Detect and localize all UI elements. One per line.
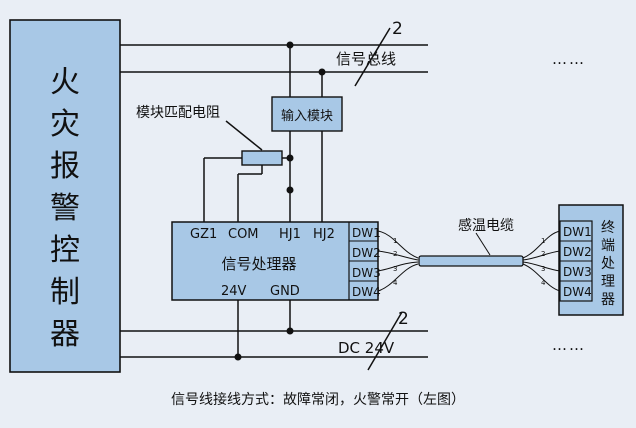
power-bus (120, 300, 428, 371)
junction-dot (286, 41, 294, 49)
processor-dw1: DW1 (352, 226, 381, 240)
terminal-processor-char: 器 (601, 292, 615, 308)
input-module: 输入模块 (271, 45, 343, 132)
junction-dot (286, 154, 294, 162)
terminal-gnd: GND (270, 284, 300, 299)
controller-char: 制 (50, 275, 80, 310)
processor-dw2: DW2 (352, 246, 381, 260)
controller-char: 灾 (50, 107, 80, 142)
terminal-dw4: DW4 (563, 285, 592, 299)
wire-number: 4 (541, 279, 546, 287)
power-continuation: …… (552, 336, 586, 354)
terminal-processor-char: 处 (601, 256, 615, 272)
processor-dw4: DW4 (352, 285, 381, 299)
signal-bus (120, 27, 428, 87)
controller-char: 警 (50, 191, 80, 226)
wire-number: 1 (541, 237, 545, 245)
fire-alarm-controller: 火 灾 报 警 控 制 器 (9, 19, 121, 373)
input-module-label: 输入模块 (281, 108, 333, 124)
wire-number: 3 (393, 265, 397, 273)
bus-wire-count: 2 (392, 19, 403, 39)
processor-name: 信号处理器 (221, 255, 296, 273)
terminal-processor-char: 端 (601, 238, 615, 254)
terminal-24v: 24V (221, 284, 247, 299)
controller-char: 报 (50, 149, 80, 184)
junction-dot (318, 68, 326, 76)
wire-number: 2 (393, 250, 397, 258)
power-slash (367, 311, 403, 371)
cable-leader (475, 232, 491, 256)
terminal-hj1: HJ1 (279, 227, 301, 242)
cable-wires-right (522, 230, 561, 292)
wire-number: 1 (393, 237, 397, 245)
bus-slash (354, 27, 391, 87)
resistor-label: 模块匹配电阻 (136, 105, 220, 121)
cable-label: 感温电缆 (458, 217, 514, 234)
junction-dot (286, 186, 294, 194)
wire-number: 4 (393, 279, 398, 287)
terminal-dw2: DW2 (563, 245, 592, 259)
cable-wires-left (377, 230, 419, 292)
bus-continuation: …… (552, 50, 586, 68)
controller-char: 控 (50, 233, 80, 268)
terminal-dw3: DW3 (563, 265, 592, 279)
terminal-com: COM (228, 227, 259, 242)
wire-number: 3 (541, 265, 545, 273)
junction-dot (234, 353, 242, 361)
matching-resistor (241, 150, 283, 166)
terminal-processor: DW1 DW2 DW3 DW4 终 端 处 理 器 (558, 204, 624, 316)
power-wire-count: 2 (398, 309, 409, 329)
signal-bus-label: 信号总线 (336, 50, 396, 68)
wire-number: 2 (541, 250, 545, 258)
processor-dw3: DW3 (352, 266, 381, 280)
diagram-caption: 信号线接线方式：故障常闭，火警常开（左图） (171, 391, 465, 408)
terminal-dw1: DW1 (563, 225, 592, 239)
controller-char: 火 (50, 65, 80, 100)
terminal-processor-char: 终 (601, 220, 615, 236)
junction-dot (286, 327, 294, 335)
resistor-wiring (203, 120, 323, 222)
heat-sensing-cable (418, 255, 524, 267)
controller-char: 器 (50, 317, 80, 352)
terminal-hj2: HJ2 (313, 227, 335, 242)
power-bus-label: DC 24V (338, 339, 395, 357)
signal-processor: GZ1 COM HJ1 HJ2 信号处理器 24V GND DW1 DW2 DW… (171, 221, 381, 301)
terminal-gz1: GZ1 (190, 227, 217, 242)
terminal-processor-char: 理 (601, 274, 615, 290)
